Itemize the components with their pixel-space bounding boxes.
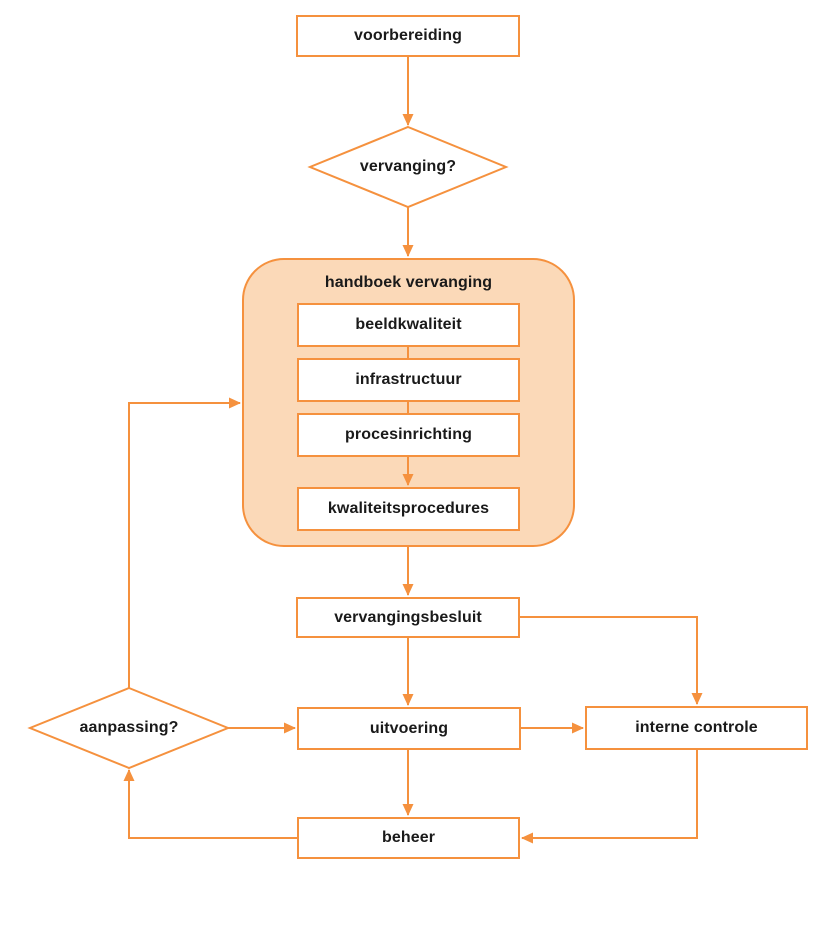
node-beeldkwaliteit: beeldkwaliteit — [297, 303, 520, 347]
container-title: handboek vervanging — [324, 274, 493, 291]
diamond-aanpassing — [27, 686, 231, 770]
node-voorbereiding: voorbereiding — [296, 15, 520, 57]
node-procesinrichting: procesinrichting — [297, 413, 520, 457]
node-vervangingsbesluit: vervangingsbesluit — [296, 597, 520, 638]
arrow-interne-controle-to-beheer — [521, 750, 698, 844]
node-vervanging-label: vervanging? — [359, 158, 457, 175]
node-uitvoering: uitvoering — [297, 707, 521, 750]
node-interne-controle: interne controle — [585, 706, 808, 750]
arrow-beheer-to-aanpassing — [123, 769, 297, 839]
node-kwaliteitsprocedures: kwaliteitsprocedures — [297, 487, 520, 531]
node-beheer: beheer — [297, 817, 520, 859]
node-aanpassing-label: aanpassing? — [79, 719, 179, 736]
arrow-aanpassing-to-handboek — [128, 397, 241, 688]
node-infrastructuur: infrastructuur — [297, 358, 520, 402]
arrow-vervangingsbesluit-to-interne-controle — [520, 616, 703, 705]
